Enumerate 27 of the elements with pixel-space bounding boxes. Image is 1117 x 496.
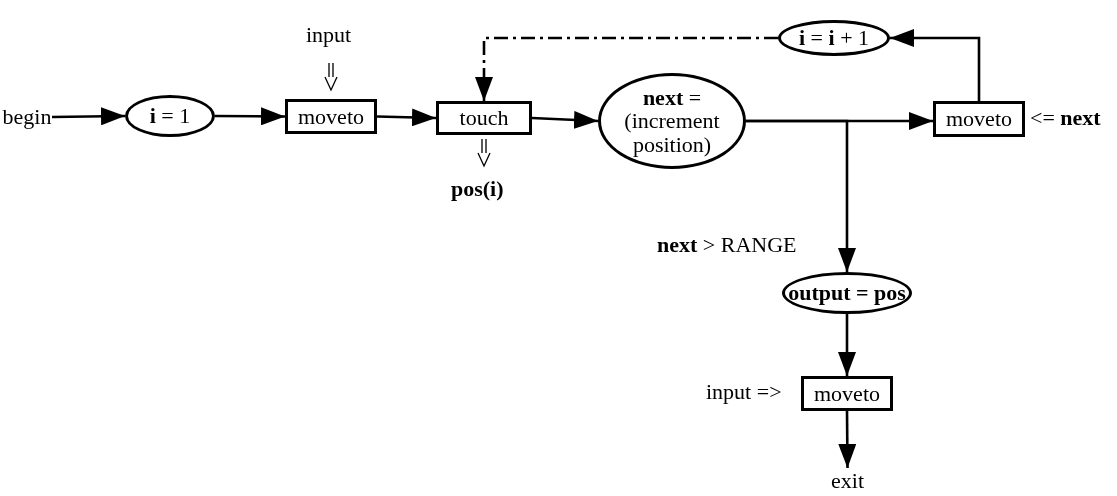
node-label: moveto — [946, 107, 1012, 131]
end-label: exit — [831, 469, 864, 493]
node-label: i = 1 — [149, 104, 191, 128]
node-label: output = pos — [788, 281, 906, 305]
process-box — [801, 376, 893, 411]
node-label: moveto — [298, 104, 364, 129]
node-label: next = (increment position) — [623, 86, 721, 156]
arrow — [531, 110, 599, 129]
process-box — [436, 101, 532, 135]
arrow — [746, 119, 856, 272]
arrow — [52, 107, 125, 126]
annotation-label: pos(i) — [451, 176, 504, 202]
node-label: touch — [459, 106, 509, 130]
start-label: begin — [2, 105, 52, 129]
annotation-label: input — [306, 22, 352, 48]
arrow — [376, 108, 437, 127]
arrow — [890, 29, 981, 101]
node-label: moveto — [814, 381, 880, 406]
arrow — [215, 107, 285, 126]
arrow — [838, 411, 857, 468]
process-box — [285, 99, 377, 134]
dashed-arrow — [475, 36, 778, 101]
arrow — [838, 314, 856, 376]
process-box — [933, 101, 1025, 137]
annotation-label: <= next — [1030, 105, 1101, 131]
annotation-label: input => — [706, 379, 782, 405]
node-label: i = i + 1 — [798, 26, 870, 50]
